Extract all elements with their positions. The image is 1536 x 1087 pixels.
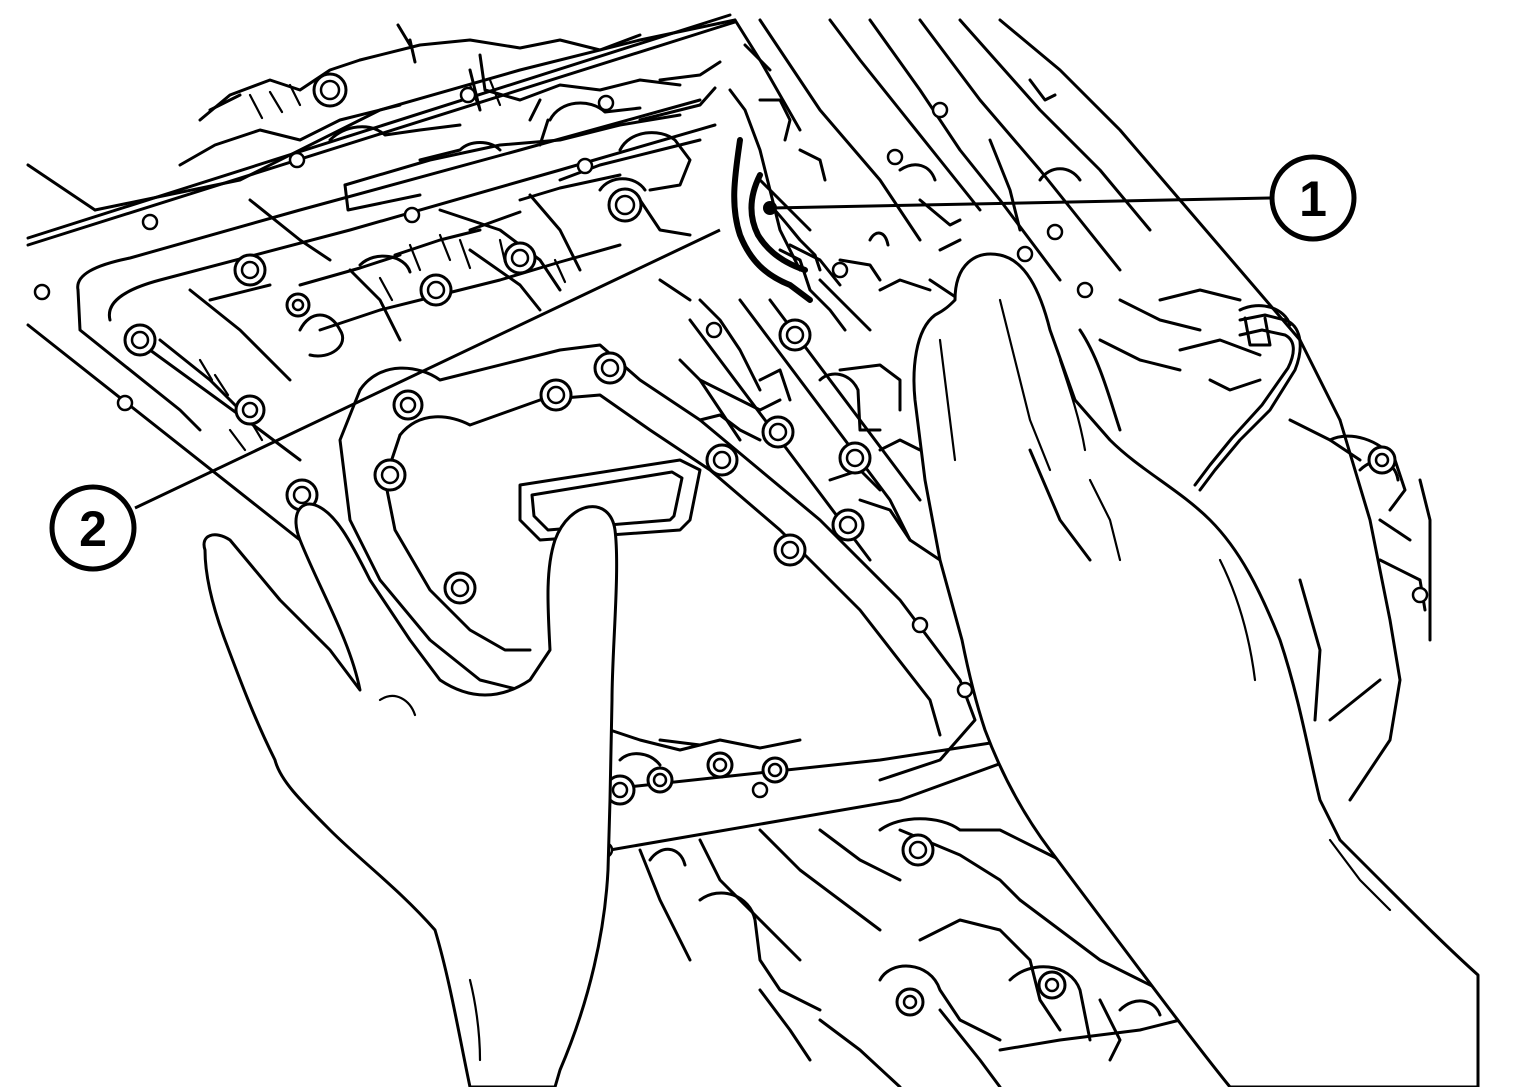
bolt-icon [604,774,636,806]
bolt-icon [593,351,627,385]
bolt-icon [503,241,537,275]
bolt-icon [646,766,674,794]
bolt-icon [392,389,424,421]
bolt-icon [607,187,643,223]
callout-1-leader [771,196,1271,210]
bolt-icon [901,833,935,867]
bolt-icon [1367,445,1397,475]
callout-2-circle [49,484,137,572]
bolt-icon [539,378,573,412]
bolt-icon [312,72,348,108]
bolt-icon [233,253,267,287]
bolt-icon [831,508,865,542]
bolt-icon [285,292,311,318]
bolt-icon [419,273,453,307]
left-hand [202,502,619,1087]
bolt-icon [761,415,795,449]
bolt-icon [706,751,734,779]
callout-2-leader [134,228,721,510]
bolt-icon [773,533,807,567]
callout-2: 2 [49,484,137,572]
callout-1-circle [1269,154,1357,242]
right-hand [912,252,1480,1087]
transmission-case-drawing [26,13,1432,1087]
bolt-icon [895,987,925,1017]
bolt-icon [234,394,266,426]
callout-2-label: 2 [79,501,107,557]
bolt-icon [761,756,789,784]
callout-leaders [134,196,1271,510]
bolt-icon [1037,970,1067,1000]
bolt-icon [123,323,157,357]
bolt-icon [443,571,477,605]
bolt-icon [838,441,872,475]
callout-1-label: 1 [1299,171,1327,227]
bolt-icon [778,318,812,352]
callout-1: 1 [1269,154,1357,242]
bolt-icon [373,458,407,492]
mounting-bolts [33,72,1429,1017]
connector-component [731,137,847,332]
bolt-icon [705,443,739,477]
